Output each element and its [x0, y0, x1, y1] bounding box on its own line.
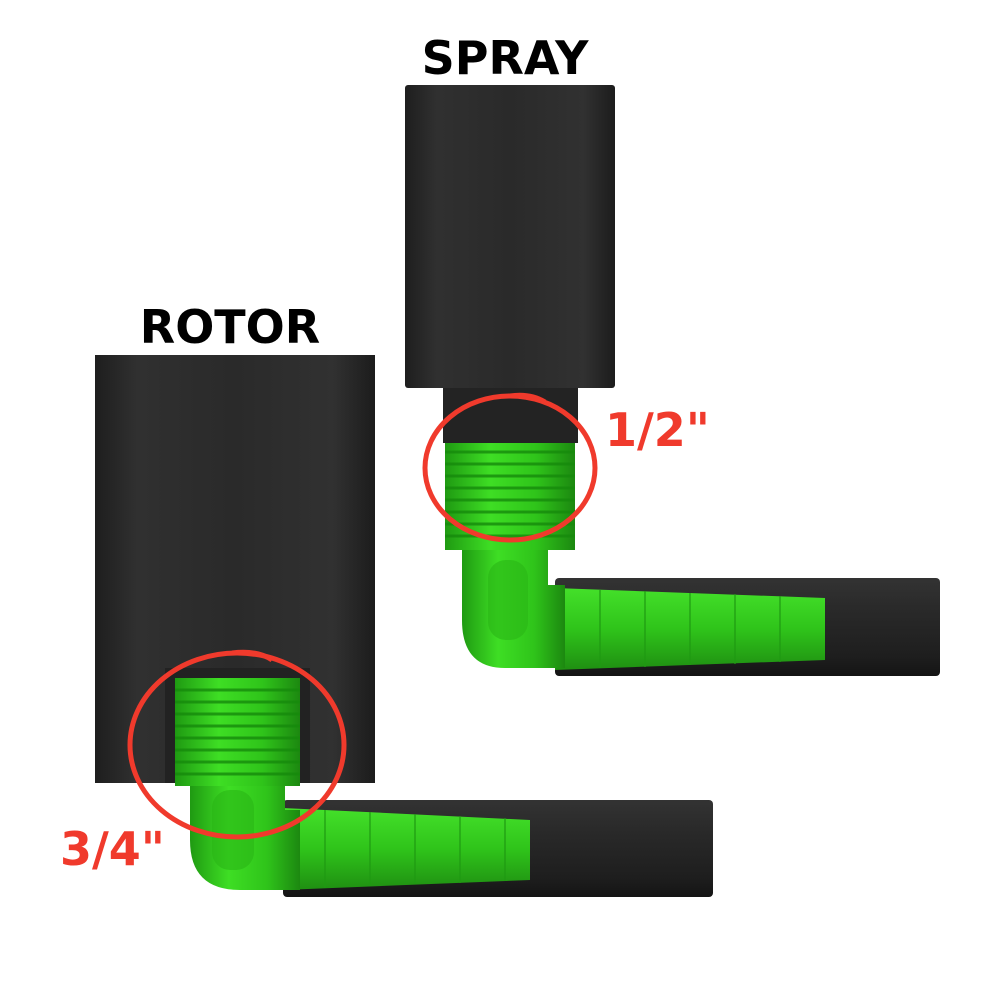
- spray-size-label: 1/2": [605, 403, 710, 457]
- rotor-size-label: 3/4": [60, 822, 165, 876]
- rotor-thread: [175, 678, 300, 786]
- rotor-barb: [283, 808, 530, 890]
- rotor-label: ROTOR: [140, 300, 320, 354]
- spray-label: SPRAY: [422, 31, 589, 85]
- spray-body: [405, 85, 615, 388]
- spray-thread: [445, 440, 575, 550]
- spray-assembly: SPRAY 1/2": [405, 31, 940, 676]
- rotor-assembly: ROTOR 3/4": [60, 300, 713, 897]
